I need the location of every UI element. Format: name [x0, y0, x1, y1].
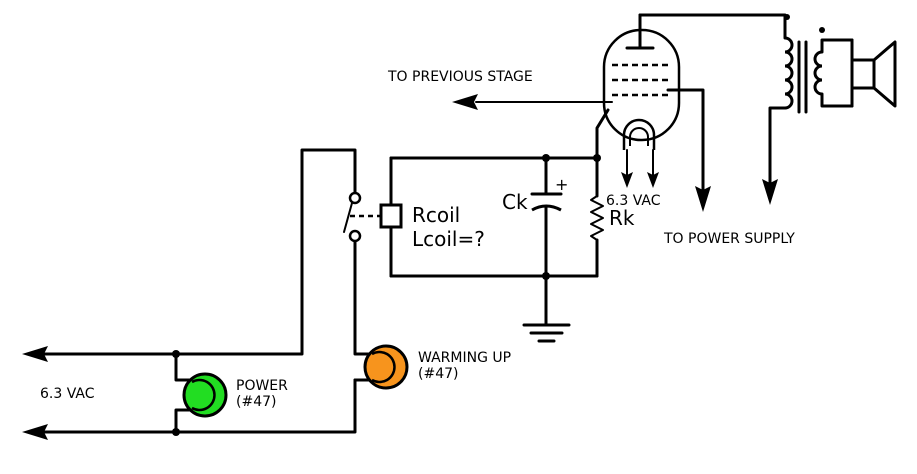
relay-icon — [343, 156, 403, 278]
warming-up-lamp-icon — [363, 344, 409, 390]
heater-vac-top-label: 6.3 VAC — [606, 193, 661, 209]
ground-icon — [522, 323, 571, 343]
capacitor-polarity: + — [555, 175, 568, 194]
vacuum-tube-icon — [595, 13, 681, 150]
relay-rcoil-label: Rcoil — [412, 203, 460, 227]
speaker-icon — [850, 38, 897, 108]
to-power-supply-label: TO POWER SUPPLY — [663, 231, 795, 247]
resistor-label: Rk — [609, 206, 635, 230]
warming-up-lamp-title: WARMING UP — [418, 350, 511, 366]
heater-supply-wiring — [22, 148, 372, 440]
grid-lead — [452, 94, 605, 110]
heater-leads — [621, 149, 659, 188]
relay-lcoil-label: Lcoil=? — [412, 227, 485, 251]
cathode-network-wiring — [389, 128, 601, 327]
power-lamp-title: POWER — [236, 378, 288, 394]
warming-up-lamp-part: (#47) — [418, 366, 458, 382]
capacitor-label: Ck — [502, 190, 528, 214]
capacitor-ck-icon — [530, 192, 563, 212]
screen-lead — [666, 88, 711, 212]
resistor-rk-icon — [590, 195, 604, 241]
power-lamp-part: (#47) — [236, 394, 276, 410]
to-previous-stage-label: TO PREVIOUS STAGE — [387, 69, 533, 85]
heater-vac-left-label: 6.3 VAC — [40, 386, 95, 402]
output-transformer-icon — [638, 13, 854, 205]
power-lamp-icon — [182, 372, 228, 418]
